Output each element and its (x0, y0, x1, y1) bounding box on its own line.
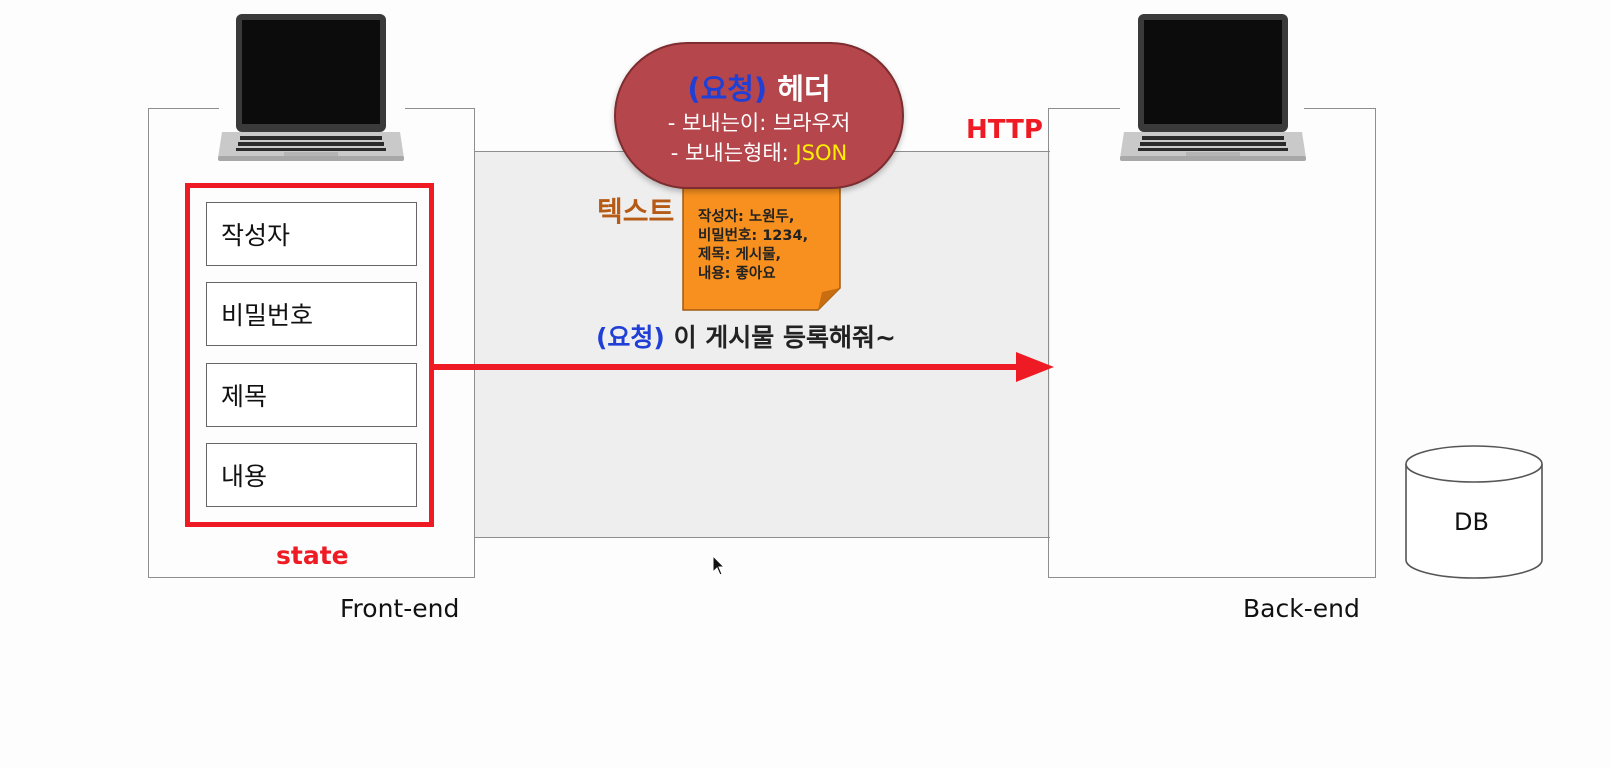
bubble-title-prefix: (요청) (687, 72, 768, 106)
note-line-title: 제목: 게시물, (698, 247, 782, 263)
state-form (185, 183, 434, 527)
backend-panel (1048, 108, 1376, 578)
password-field[interactable]: 비밀번호 (206, 282, 417, 346)
backend-laptop-icon (1120, 14, 1306, 161)
title-field[interactable]: 제목 (206, 363, 417, 427)
bubble-format-value: JSON (795, 141, 848, 165)
bubble-format-line: - 보내는형태: JSON (616, 138, 902, 168)
note-line-writer: 작성자: 노원두, (698, 209, 795, 225)
frontend-laptop-icon (218, 14, 404, 161)
text-tag: 텍스트 (597, 195, 675, 228)
writer-field[interactable]: 작성자 (206, 202, 417, 266)
note-line-password: 비밀번호: 1234, (698, 228, 809, 244)
request-message-text: 이 게시물 등록해줘~ (673, 323, 896, 352)
frontend-label: Front-end (340, 594, 460, 623)
bubble-title: (요청) 헤더 (616, 66, 902, 108)
http-label: HTTP (966, 115, 1043, 145)
database-icon (1405, 445, 1543, 579)
bubble-sender-line: - 보내는이: 브라우저 (667, 111, 851, 135)
backend-label: Back-end (1243, 594, 1360, 623)
bubble-title-text: 헤더 (777, 72, 831, 106)
bubble-format-prefix: - 보내는형태: (670, 141, 789, 165)
db-label: DB (1454, 508, 1489, 536)
request-message-prefix: (요청) (596, 323, 665, 352)
content-field[interactable]: 내용 (206, 443, 417, 507)
state-label: state (276, 541, 349, 570)
json-note-text: 작성자: 노원두, 비밀번호: 1234, 제목: 게시물, 내용: 좋아요 (698, 208, 828, 284)
mouse-cursor-icon (712, 555, 726, 576)
request-header-bubble: (요청) 헤더 - 보내는이: 브라우저 - 보내는형태: JSON (614, 42, 904, 189)
request-arrow (432, 352, 1054, 382)
request-message: (요청) 이 게시물 등록해줘~ (596, 318, 896, 354)
note-line-content: 내용: 좋아요 (698, 266, 776, 282)
